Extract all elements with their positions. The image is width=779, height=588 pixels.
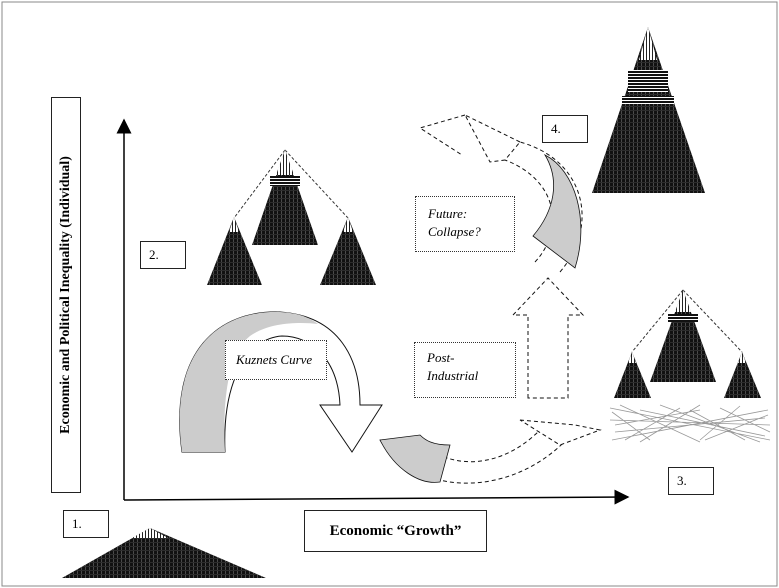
y-axis-label-box: Economic and Political Inequality (Indiv… bbox=[51, 97, 81, 493]
kuznets-curve-text: Kuznets Curve bbox=[236, 352, 313, 367]
future-arrow bbox=[418, 113, 583, 273]
pyramid-stage-4 bbox=[592, 27, 705, 193]
network-lines bbox=[609, 404, 771, 443]
x-axis-label: Economic “Growth” bbox=[304, 510, 487, 552]
pyramid-stage-1 bbox=[62, 528, 266, 578]
post-industrial-text-1: Post- bbox=[427, 350, 455, 365]
future-text-1: Future: bbox=[428, 206, 468, 221]
transition-arrow-lower bbox=[379, 419, 602, 484]
stage-4-label: 4. bbox=[542, 115, 588, 143]
kuznets-curve-label: Kuznets Curve bbox=[225, 340, 327, 380]
stage-3-label: 3. bbox=[668, 467, 714, 495]
stage-1-label: 1. bbox=[63, 510, 109, 538]
future-collapse-label: Future: Collapse? bbox=[415, 196, 515, 252]
kuznets-arrow bbox=[179, 311, 383, 453]
future-text-2: Collapse? bbox=[428, 224, 481, 239]
pyramid-group-stage-2 bbox=[207, 149, 376, 285]
stage-2-label: 2. bbox=[140, 241, 186, 269]
x-axis bbox=[123, 489, 630, 505]
post-industrial-label: Post- Industrial bbox=[414, 342, 516, 398]
pyramid-group-stage-3 bbox=[609, 289, 771, 443]
y-axis-label: Economic and Political Inequality (Indiv… bbox=[58, 156, 73, 434]
post-industrial-text-2: Industrial bbox=[427, 368, 479, 383]
post-industrial-arrow bbox=[511, 277, 585, 399]
